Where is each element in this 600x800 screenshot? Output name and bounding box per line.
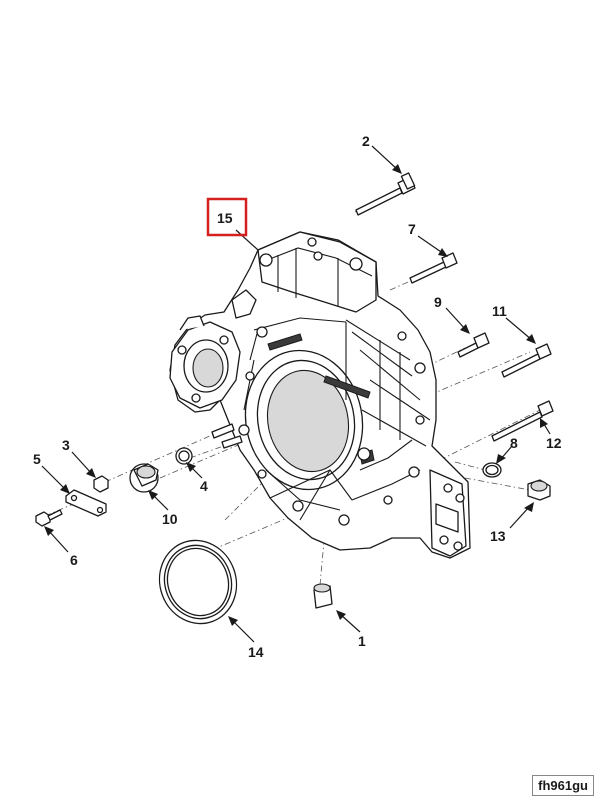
- callout-11: 11: [492, 303, 507, 319]
- plug-item-13: [527, 479, 551, 501]
- callout-10: 10: [162, 511, 178, 527]
- callout-7: 7: [408, 221, 416, 237]
- callout-9: 9: [434, 294, 442, 310]
- callout-13: 13: [490, 528, 506, 544]
- flywheel-housing: [169, 231, 471, 559]
- capscrew-item-11: [501, 343, 552, 378]
- callout-6: 6: [70, 552, 78, 568]
- callout-14: 14: [248, 644, 264, 660]
- callout-12: 12: [546, 435, 562, 451]
- callout-2: 2: [362, 133, 370, 149]
- leader-lines: [41, 145, 551, 643]
- o-ring-item-8: [482, 462, 502, 478]
- figure-id-label: fh961gu: [532, 775, 594, 796]
- nut-item-3: [93, 475, 109, 493]
- callout-8: 8: [510, 435, 518, 451]
- capscrew-item-12: [491, 400, 554, 442]
- bracket-item-5: [65, 489, 107, 517]
- callout-1: 1: [358, 633, 366, 649]
- plug-item-10: [129, 463, 159, 493]
- dowel-item-1: [313, 583, 333, 609]
- highlight-box: [206, 197, 248, 237]
- callout-4: 4: [200, 478, 208, 494]
- o-ring-item-4: [175, 447, 193, 465]
- capscrew-item-9: [457, 332, 490, 358]
- seal-item-14: [158, 539, 238, 625]
- capscrew-item-2: [355, 172, 416, 216]
- callout-3: 3: [62, 437, 70, 453]
- callout-5: 5: [33, 451, 41, 467]
- callout-15: 15: [217, 210, 233, 226]
- callouts: 2 15 7 9 11 12 8 13 3 5 6 10 4 14 1: [33, 133, 562, 660]
- capscrew-item-7: [409, 252, 458, 284]
- capscrew-item-6: [35, 509, 63, 527]
